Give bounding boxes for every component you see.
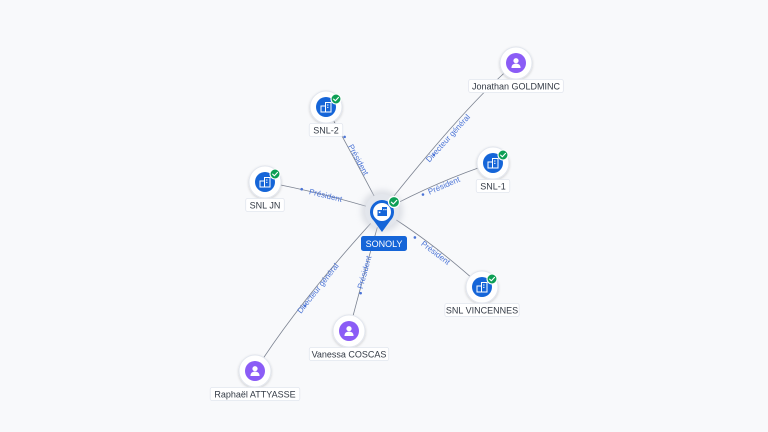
edge-arrow-marker (343, 135, 346, 139)
node-label-box (245, 198, 285, 212)
center-label: SONOLY (366, 239, 403, 249)
node-label-box (475, 179, 511, 193)
node-label-box (308, 123, 344, 137)
verified-check-icon (269, 168, 281, 180)
edge-line (254, 210, 383, 372)
building-icon (377, 207, 387, 216)
node-label: SNL JN (250, 201, 281, 211)
person-node[interactable]: Jonathan GOLDMINC (468, 46, 564, 93)
edge-label: Président (419, 239, 452, 267)
edge-label: Président (427, 175, 462, 197)
verified-check-icon (486, 273, 498, 285)
company-node[interactable]: SNL JN (245, 165, 285, 212)
edge-label: Président (356, 254, 374, 290)
edge-arrow-marker (421, 193, 425, 196)
building-icon (476, 282, 488, 293)
edge-arrow-marker (300, 187, 304, 191)
edge-arrow-marker (413, 236, 417, 239)
edge-label: Directeur général (424, 112, 472, 164)
node-label: SNL-2 (313, 126, 339, 136)
building-icon (487, 158, 499, 169)
edge-arrow-marker (359, 291, 362, 295)
node-label: Raphaël ATTYASSE (214, 390, 295, 400)
node-label: SNL-1 (480, 182, 506, 192)
edge-arrow-marker (303, 304, 307, 308)
person-icon (511, 58, 521, 68)
node-label: SNL VINCENNES (446, 306, 518, 316)
person-node[interactable]: Raphaël ATTYASSE (209, 354, 301, 401)
node-label-box (444, 303, 520, 317)
node-label-box (308, 347, 390, 361)
edge-arrow-marker (432, 153, 436, 157)
verified-check-icon (387, 195, 401, 209)
edge-label: Président (308, 187, 344, 204)
company-node[interactable]: SNL-1 (475, 146, 511, 193)
node-label-box (209, 387, 301, 401)
center-node[interactable]: SONOLY (361, 190, 407, 251)
person-node[interactable]: Vanessa COSCAS (308, 314, 390, 361)
building-icon (259, 177, 271, 188)
node-label: Jonathan GOLDMINC (472, 82, 561, 92)
node-label: Vanessa COSCAS (312, 350, 387, 360)
building-icon (320, 102, 332, 113)
company-node[interactable]: SNL VINCENNES (444, 270, 520, 317)
verified-check-icon (497, 149, 509, 161)
company-node[interactable]: SNL-2 (308, 90, 344, 137)
verified-check-icon (330, 93, 342, 105)
person-icon (344, 326, 354, 336)
edge-label: Président (346, 143, 370, 178)
edge-label: Directeur général (295, 261, 340, 315)
person-icon (250, 366, 260, 376)
center-label-tag (361, 236, 407, 251)
node-label-box (468, 79, 564, 93)
